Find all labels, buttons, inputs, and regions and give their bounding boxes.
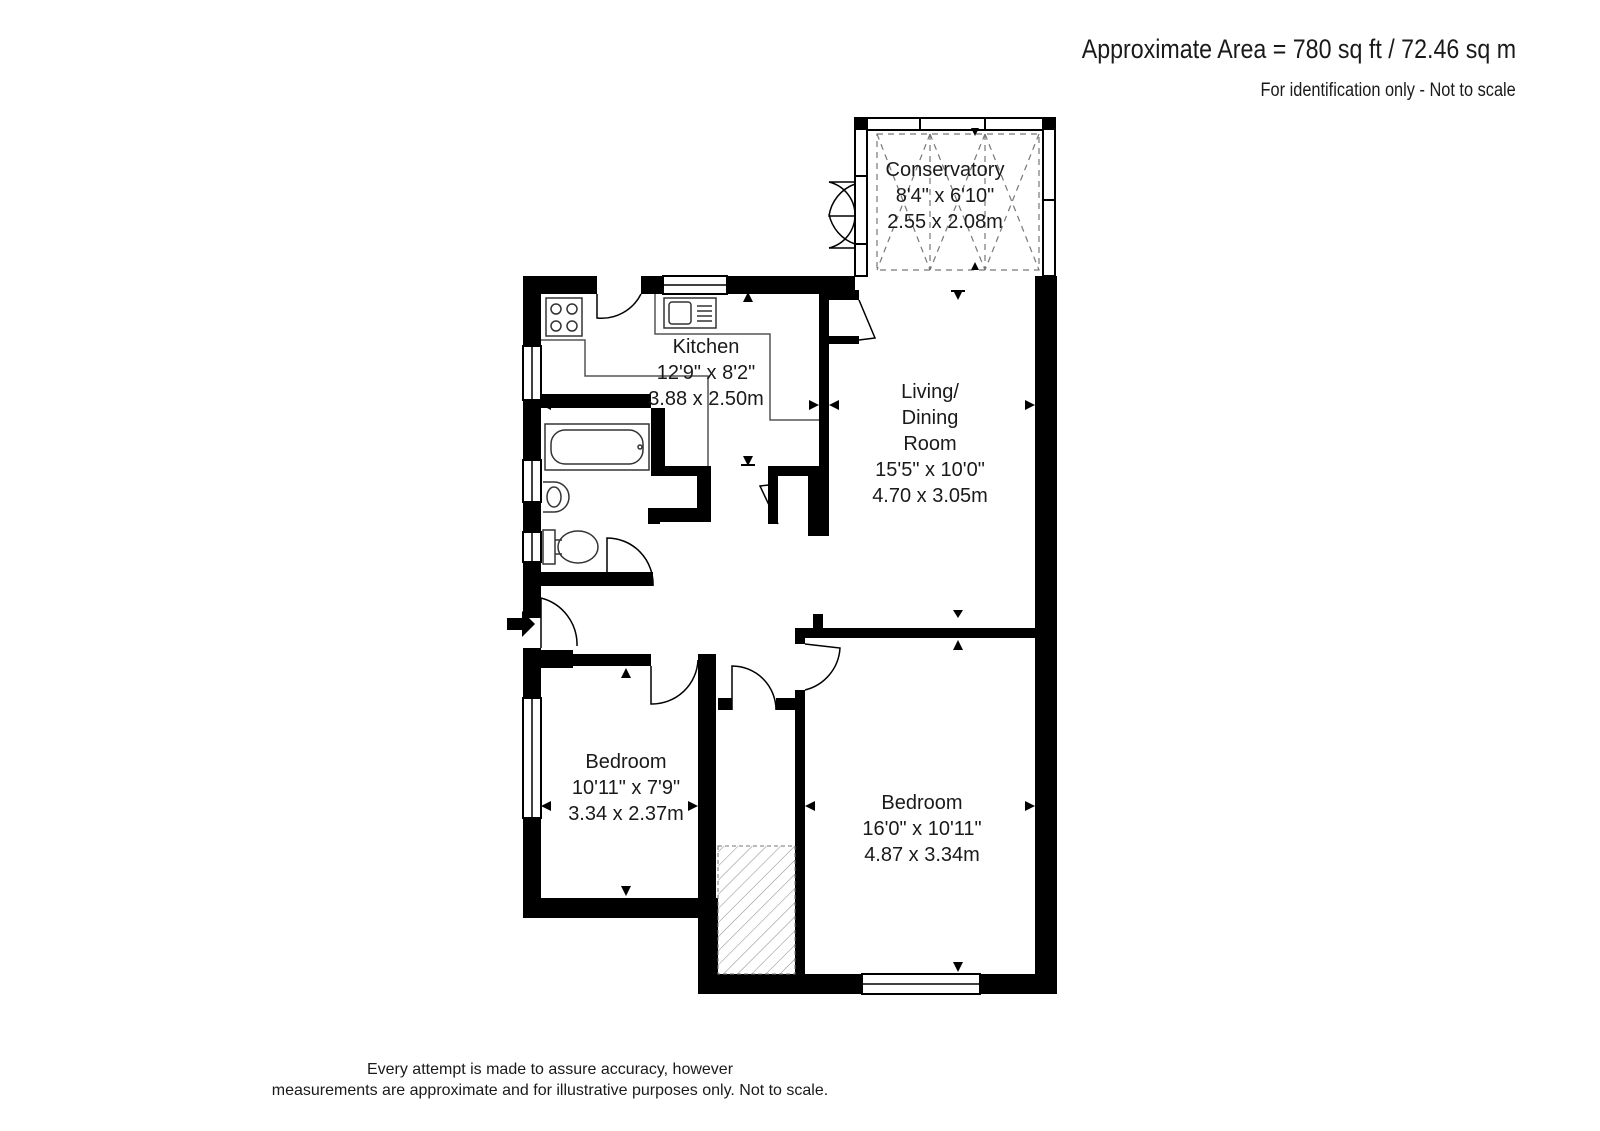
- bedroom2-imperial: 16'0" x 10'11": [862, 818, 981, 840]
- bedroom2-name: Bedroom: [881, 792, 962, 814]
- conservatory-metric: 2.55 x 2.08m: [887, 211, 1003, 233]
- bedroom2-metric: 4.87 x 3.34m: [864, 844, 980, 866]
- doors: [596, 293, 877, 711]
- kitchen-name: Kitchen: [673, 336, 740, 358]
- approximate-area: Approximate Area = 780 sq ft / 72.46 sq …: [1081, 34, 1516, 64]
- bedroom1-metric: 3.34 x 2.37m: [568, 803, 684, 825]
- living-name-line1: Living/: [901, 381, 959, 403]
- disclaimer: Every attempt is made to assure accuracy…: [0, 1059, 1100, 1101]
- basin-icon: [543, 481, 570, 513]
- kitchen-metric: 3.88 x 2.50m: [648, 388, 764, 410]
- conservatory-imperial: 8'4" x 6'10": [896, 185, 995, 207]
- living-name-line3: Room: [903, 433, 956, 455]
- dimension-arrows: [541, 290, 1035, 972]
- cupboard-hatch: [717, 845, 796, 975]
- walls: [523, 276, 1057, 994]
- living-label: Living/ Dining Room 15'5" x 10'0" 4.70 x…: [872, 381, 988, 507]
- bedroom2-label: Bedroom 16'0" x 10'11" 4.87 x 3.34m: [862, 792, 981, 866]
- conservatory-name: Conservatory: [886, 159, 1005, 181]
- disclaimer-line1: Every attempt is made to assure accuracy…: [366, 1061, 734, 1078]
- living-metric: 4.70 x 3.05m: [872, 485, 988, 507]
- identification-note: For identification only - Not to scale: [1260, 80, 1516, 101]
- bedroom1-label: Bedroom 10'11" x 7'9" 3.34 x 2.37m: [568, 751, 684, 825]
- conservatory-label: Conservatory 8'4" x 6'10" 2.55 x 2.08m: [886, 159, 1005, 233]
- sink-icon: [663, 297, 717, 329]
- bedroom1-imperial: 10'11" x 7'9": [572, 777, 680, 799]
- kitchen-label: Kitchen 12'9" x 8'2" 3.88 x 2.50m: [648, 336, 764, 410]
- toilet-icon: [542, 529, 599, 565]
- hob-icon: [545, 297, 583, 337]
- bath-icon: [544, 423, 650, 471]
- arrow-right-icon: [507, 611, 535, 637]
- disclaimer-line2: measurements are approximate and for ill…: [271, 1082, 829, 1099]
- bedroom1-name: Bedroom: [585, 751, 666, 773]
- living-name-line2: Dining: [902, 407, 959, 429]
- kitchen-imperial: 12'9" x 8'2": [657, 362, 756, 384]
- living-imperial: 15'5" x 10'0": [875, 459, 985, 481]
- kitchen-worktop: [541, 294, 819, 466]
